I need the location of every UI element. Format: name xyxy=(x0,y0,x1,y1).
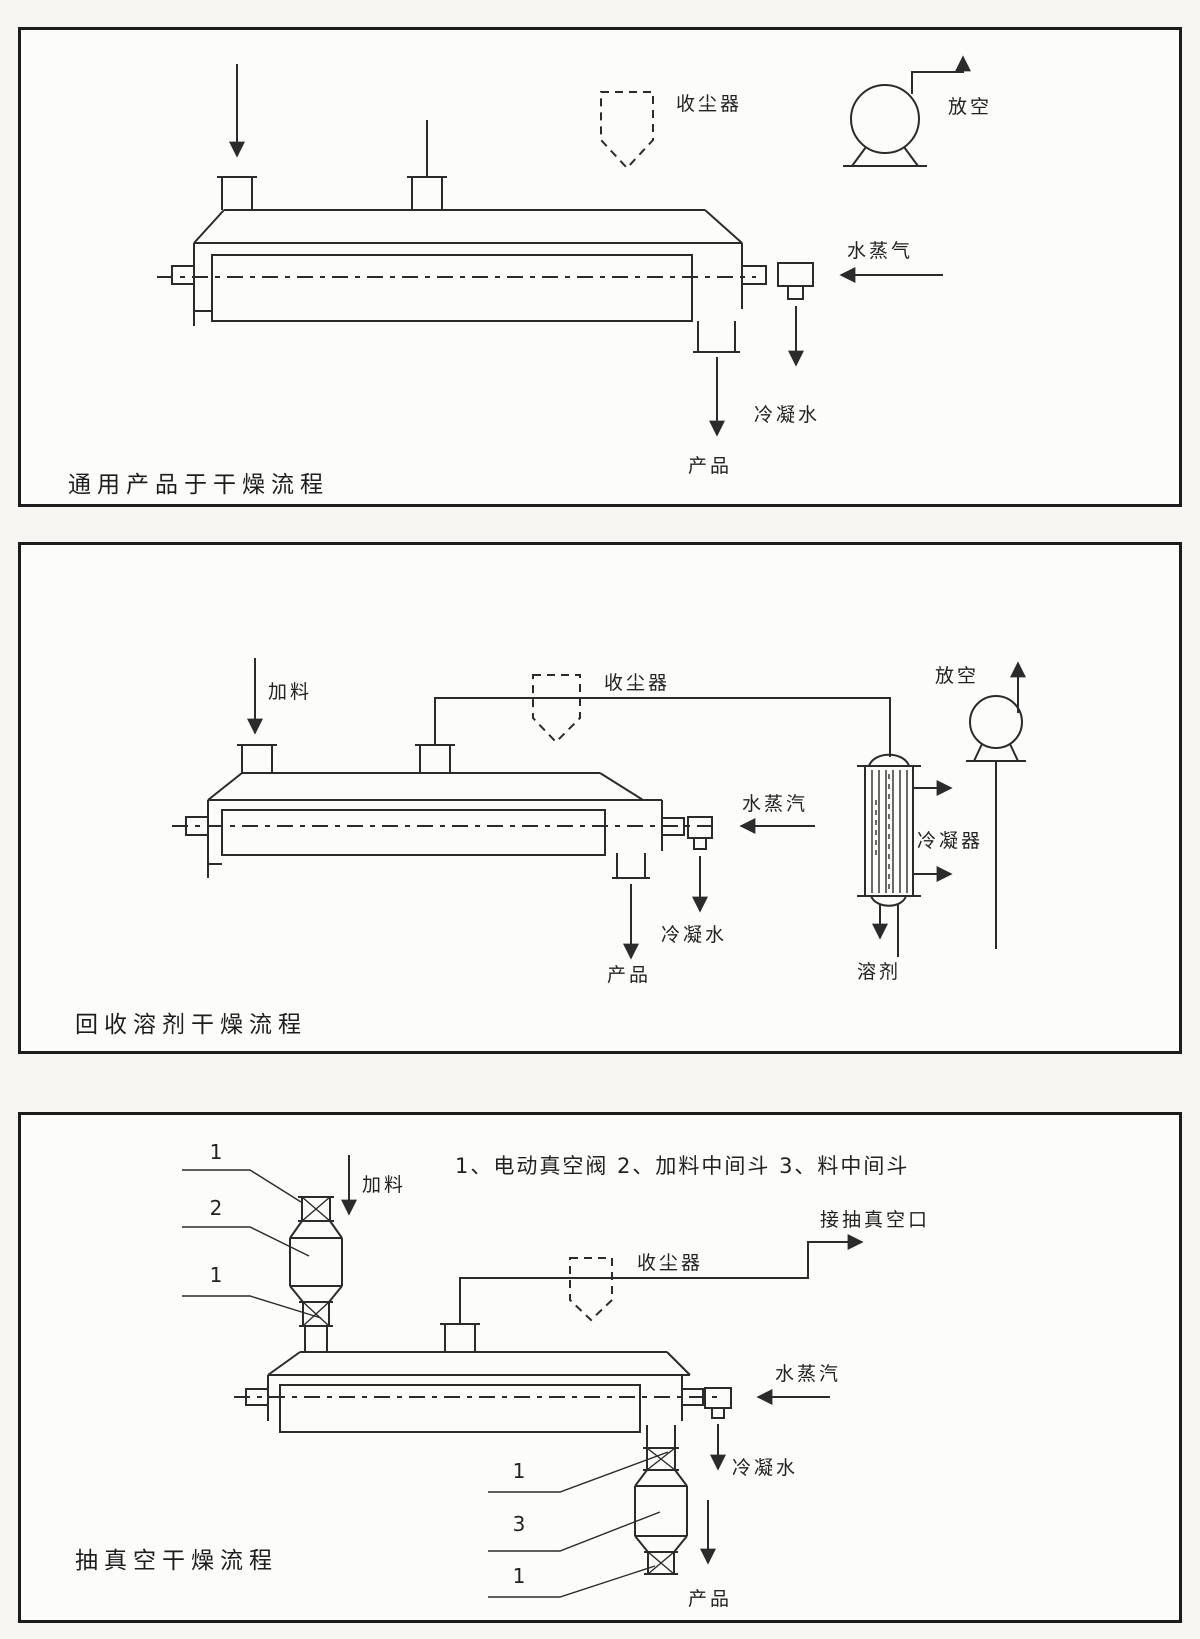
legend-text: 1、电动真空阀 2、加料中间斗 3、料中间斗 xyxy=(455,1154,909,1178)
feed-pipe xyxy=(304,1326,328,1352)
feed-label: 加料 xyxy=(362,1174,406,1196)
dryer-jacket-top xyxy=(267,1351,691,1376)
dryer-jacket-top xyxy=(207,772,662,801)
callout-leader xyxy=(182,1226,310,1257)
feed-hopper-body xyxy=(289,1220,343,1303)
discharge-hopper-body xyxy=(634,1469,688,1553)
callout-leader xyxy=(182,1169,302,1203)
condensate-label: 冷凝水 xyxy=(732,1457,798,1479)
steam-trap-fitting xyxy=(687,816,713,850)
steam-label: 水蒸汽 xyxy=(742,793,808,815)
callout-leader xyxy=(182,1295,322,1319)
steam-trap-fitting xyxy=(777,262,814,300)
product-label: 产品 xyxy=(688,455,732,477)
dryer-left-shaft xyxy=(171,265,195,285)
panel-caption: 抽真空干燥流程 xyxy=(75,1548,278,1574)
dryer-drum-shell xyxy=(211,254,693,322)
product-label: 产品 xyxy=(688,1588,732,1610)
dryer-right-shaft xyxy=(741,265,767,285)
vapor-duct xyxy=(434,697,891,757)
feed-label: 加料 xyxy=(268,681,312,703)
dryer-vacuum-port xyxy=(440,1323,480,1352)
callout-number: 1 xyxy=(210,1140,223,1164)
dust-collector-icon xyxy=(532,674,581,744)
dust-collector-label: 收尘器 xyxy=(676,93,742,115)
dryer-feed-port xyxy=(237,744,277,773)
dryer-vapor-port xyxy=(407,176,447,210)
fan-icon xyxy=(966,695,1026,949)
vent-label: 放空 xyxy=(948,96,992,118)
panel-vacuum-drying xyxy=(18,1112,1182,1623)
dryer-discharge-port xyxy=(693,321,740,353)
dust-collector-icon xyxy=(600,91,654,170)
dryer-end-plates xyxy=(207,800,663,878)
feed-hopper-stack xyxy=(289,1196,343,1352)
dryer-drum-shell xyxy=(221,809,606,856)
condenser-icon xyxy=(857,753,921,907)
callout-number: 1 xyxy=(513,1564,526,1588)
condensate-label: 冷凝水 xyxy=(754,404,820,426)
drum-dryer xyxy=(157,120,767,353)
steam-label: 水蒸气 xyxy=(847,240,913,262)
callout-leader xyxy=(488,1511,661,1552)
dust-collector-icon xyxy=(569,1257,613,1322)
dryer-feed-port xyxy=(217,176,257,210)
steam-label: 水蒸汽 xyxy=(775,1363,841,1385)
panel-caption: 通用产品于干燥流程 xyxy=(68,472,329,498)
drum-dryer xyxy=(234,1323,718,1433)
dust-collector-label: 收尘器 xyxy=(637,1252,703,1274)
dust-collector-label: 收尘器 xyxy=(604,672,670,694)
discharge-pipe xyxy=(646,1425,676,1448)
callout-number: 2 xyxy=(210,1196,223,1220)
vacuum-line xyxy=(459,1234,864,1324)
callout-number: 3 xyxy=(513,1512,526,1536)
callout-number: 1 xyxy=(513,1459,526,1483)
fan-icon xyxy=(843,84,927,167)
vent-label: 放空 xyxy=(935,665,979,687)
vacuum-port-label: 接抽真空口 xyxy=(820,1209,930,1231)
condensate-label: 冷凝水 xyxy=(661,924,727,946)
callout-number: 1 xyxy=(210,1263,223,1287)
diagram-solvent-recovery-drying: 加料 收尘器 水蒸汽 冷凝水 xyxy=(75,658,1026,1038)
diagram-general-product-drying: 收尘器 放空 水蒸气 冷凝水 产品 通用产品于干燥流程 xyxy=(68,55,992,498)
panel-caption: 回收溶剂干燥流程 xyxy=(75,1012,307,1038)
dryer-vapor-port xyxy=(415,744,455,773)
steam-trap-fitting xyxy=(704,1387,732,1419)
drum-dryer xyxy=(172,744,712,879)
solvent-label: 溶剂 xyxy=(857,961,901,983)
vent-line xyxy=(911,55,971,94)
condenser-label: 冷凝器 xyxy=(917,830,983,852)
diagram-vacuum-drying: 1、电动真空阀 2、加料中间斗 3、料中间斗 加料 1 2 1 xyxy=(75,1140,930,1610)
dryer-drum-shell xyxy=(279,1384,641,1433)
callout-leader xyxy=(488,1451,669,1493)
dryer-jacket-top xyxy=(193,209,743,244)
discharge-hopper-stack xyxy=(634,1425,688,1575)
product-label: 产品 xyxy=(607,964,651,986)
dryer-discharge-port xyxy=(612,853,650,879)
callout-leader xyxy=(488,1565,656,1598)
